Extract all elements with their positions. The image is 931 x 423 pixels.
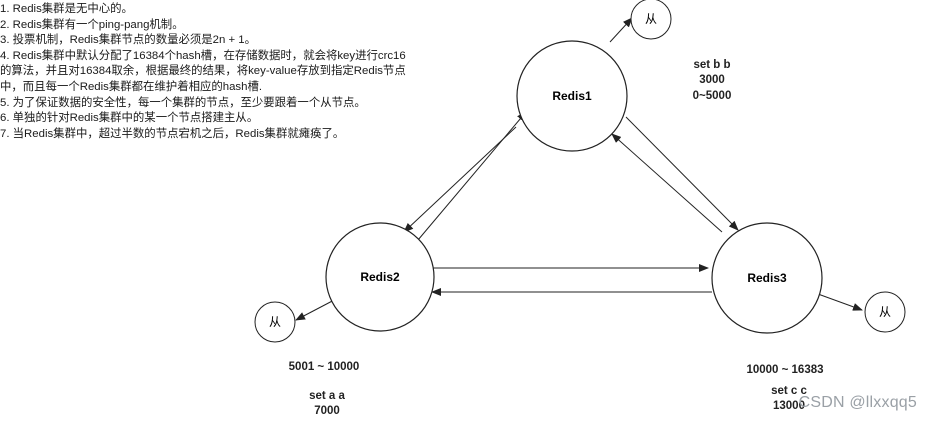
notes-list: 1. Redis集群是无中心的。 2. Redis集群有一个ping-pang机… [0, 2, 406, 142]
redis1-slot-range: 0~5000 [693, 90, 732, 102]
arrow-redis1-to-redis3 [625, 116, 739, 231]
redis3-slot-range: 10000 ~ 16383 [746, 364, 823, 376]
note-line: 1. Redis集群是无中心的。 [0, 3, 133, 15]
slave-label: 从 [269, 315, 281, 329]
redis1-set-command: set b b [693, 59, 730, 71]
watermark: CSDN @llxxqq5 [798, 394, 917, 411]
redis3-set-command: set c c [771, 385, 807, 397]
node-redis1-label: Redis1 [552, 89, 592, 103]
note-line: 2. Redis集群有一个ping-pang机制。 [0, 18, 184, 31]
arrow-redis2-to-redis1 [417, 111, 527, 241]
redis1-value: 3000 [699, 74, 725, 86]
note-line: 6. 单独的针对Redis集群中的某一个节点搭建主从。 [0, 112, 259, 125]
arrow-redis3-to-redis1 [611, 133, 723, 233]
redis2-value: 7000 [314, 405, 340, 417]
arrow-redis1-to-slave [609, 17, 633, 43]
note-line: 7. 当Redis集群中，超过半数的节点宕机之后，Redis集群就瘫痪了。 [0, 127, 345, 140]
slave-node-redis2: 从 [254, 301, 296, 343]
redis3-value: 13000 [773, 400, 805, 412]
redis2-slot-range: 5001 ~ 10000 [289, 361, 360, 373]
note-line: 3. 投票机制，Redis集群节点的数量必须是2n + 1。 [0, 34, 257, 47]
note-line: 中，而且每一个Redis集群都在维护着相应的hash槽. [0, 80, 263, 93]
node-redis2-label: Redis2 [360, 270, 400, 284]
slave-node-redis3: 从 [864, 291, 906, 333]
slave-label: 从 [645, 12, 657, 26]
arrow-redis3-to-slave [817, 293, 863, 311]
redis2-set-command: set a a [309, 390, 345, 402]
node-redis3: Redis3 [711, 222, 823, 334]
node-redis3-label: Redis3 [747, 271, 787, 285]
arrow-redis1-to-redis2 [403, 126, 517, 233]
arrow-redis2-to-slave [295, 297, 339, 321]
note-line: 的算法，并且对16384取余，根据最终的结果，将key-value存放到指定Re… [0, 65, 406, 78]
slave-label: 从 [879, 305, 891, 319]
note-line: 5. 为了保证数据的安全性，每一个集群的节点，至少要跟着一个从节点。 [0, 96, 366, 109]
node-redis2: Redis2 [325, 222, 435, 332]
slave-node-redis1: 从 [630, 0, 672, 40]
node-redis1: Redis1 [516, 40, 628, 152]
note-line: 4. Redis集群中默认分配了16384个hash槽，在存储数据时，就会将ke… [0, 49, 406, 62]
